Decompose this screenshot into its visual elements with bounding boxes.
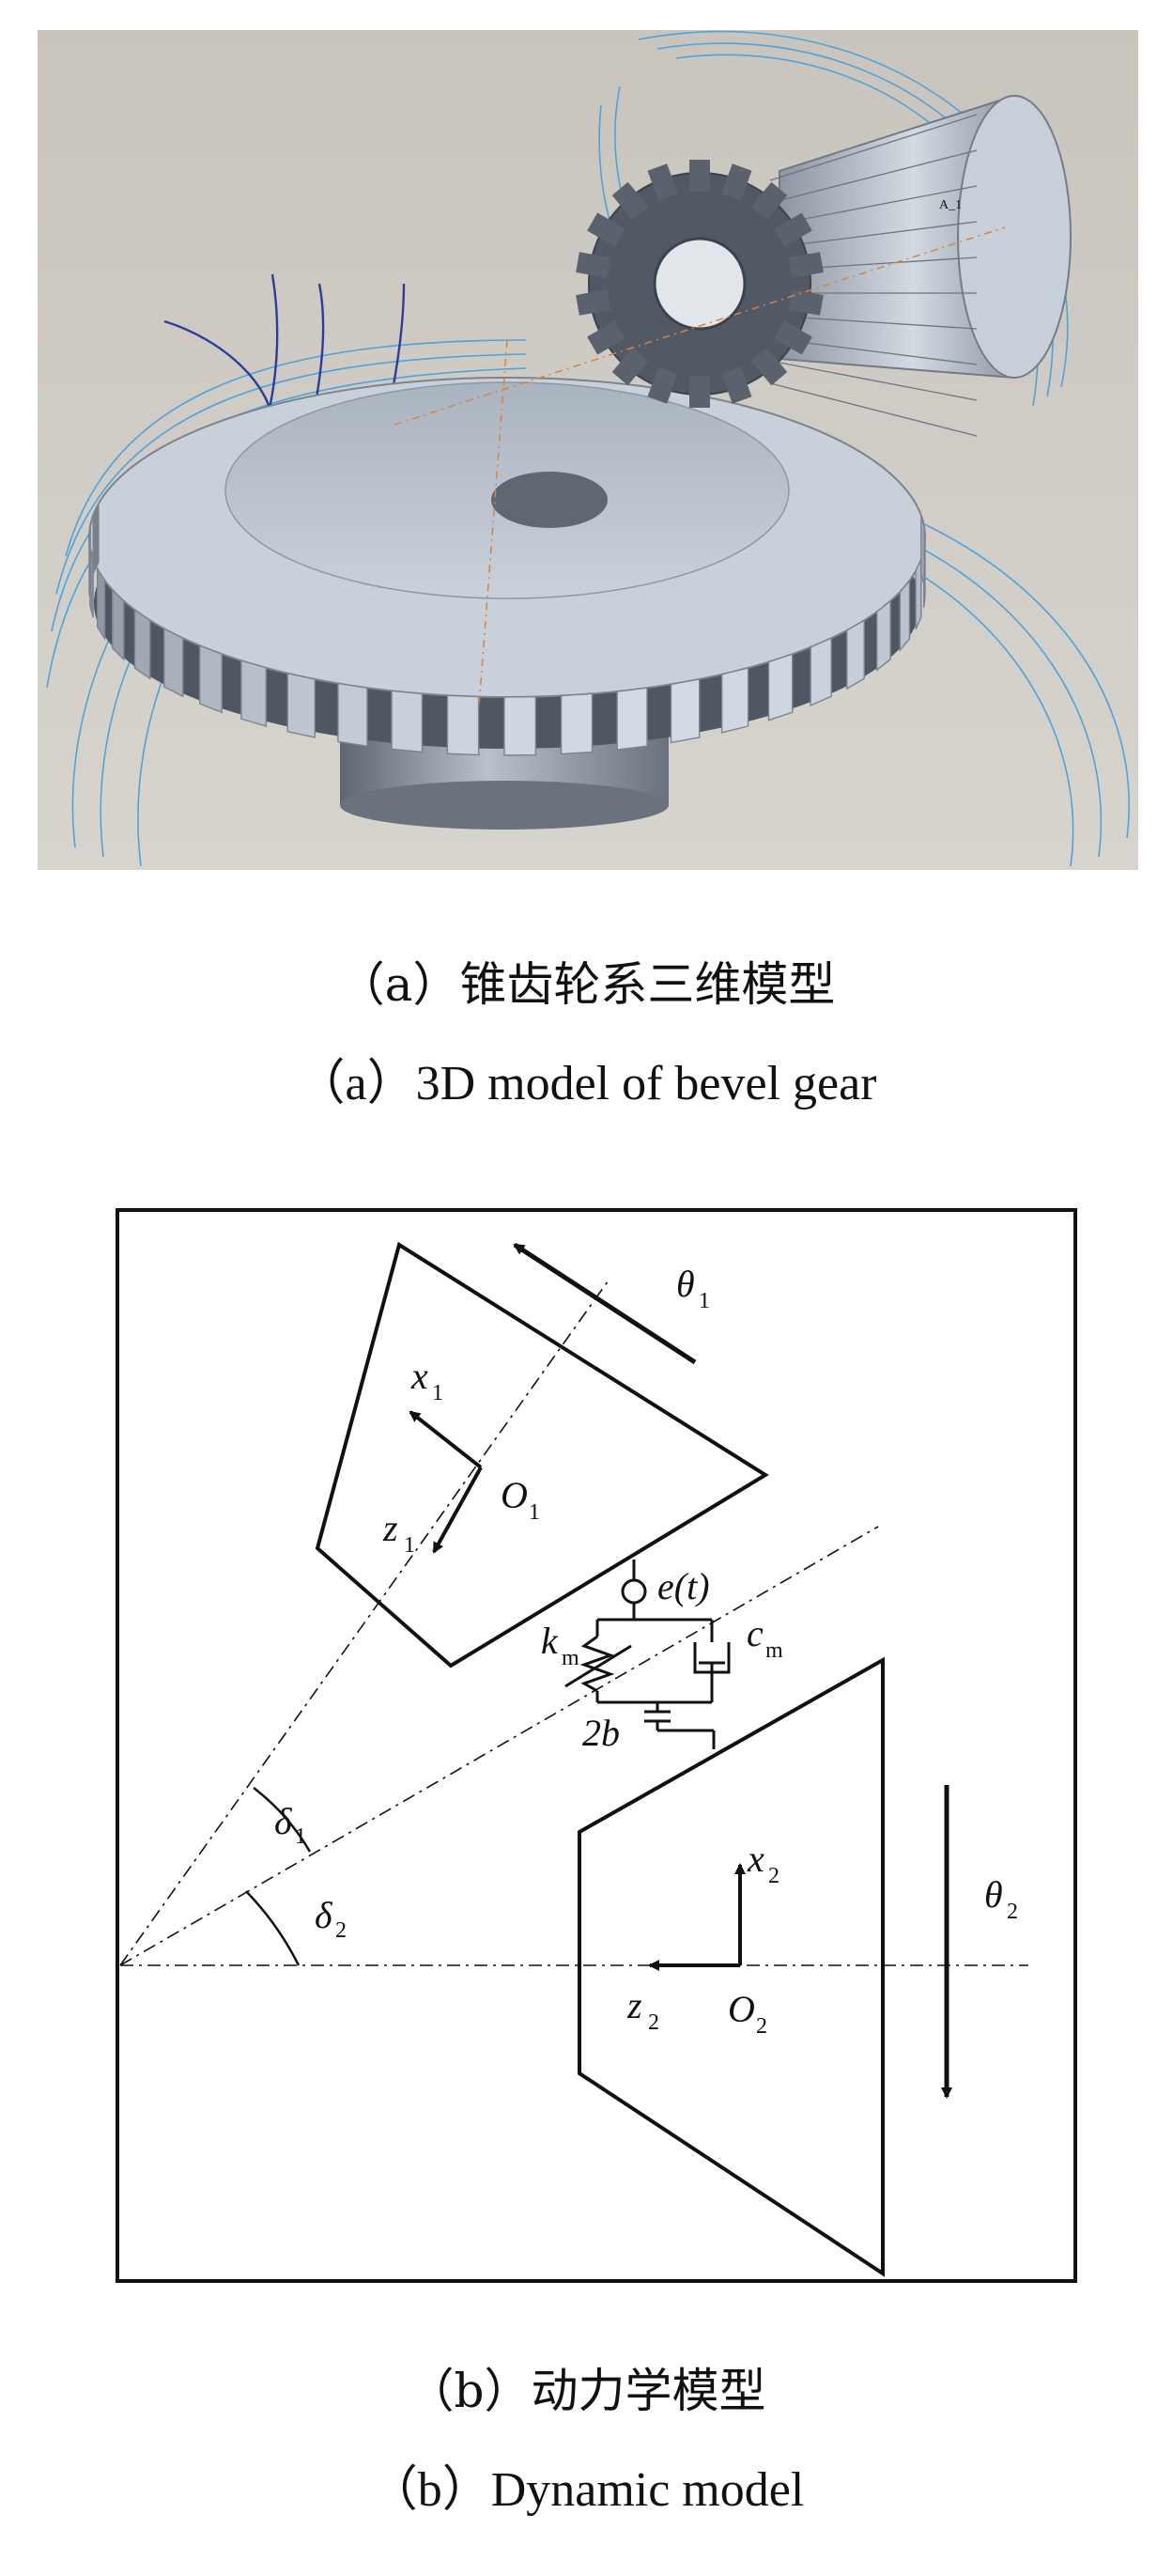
pinion-tooth-edge <box>769 382 978 437</box>
gear-tooth <box>92 503 100 575</box>
x1-label: x <box>410 1355 428 1397</box>
e-t-label: e(t) <box>657 1565 710 1607</box>
delta2-label: δ <box>315 1894 333 1936</box>
pinion-tooth <box>689 160 710 192</box>
km-subscript: m <box>562 1646 579 1670</box>
mesh-spring-damper <box>564 1560 731 1749</box>
gear-tooth <box>670 678 701 744</box>
gear-tooth <box>163 627 184 698</box>
gear-tooth <box>240 660 268 727</box>
pinion-tooth <box>647 163 678 201</box>
gear-2-body <box>578 1656 885 2277</box>
x2-subscript: 2 <box>768 1864 779 1888</box>
pinion-tooth <box>788 252 824 278</box>
backlash-label: 2b <box>582 1712 620 1754</box>
gear-tooth <box>920 515 925 586</box>
pinion-tooth <box>576 289 611 316</box>
x1-axis-arrow <box>409 1410 483 1469</box>
gear-tooth <box>96 566 106 642</box>
gear-tooth <box>616 687 648 751</box>
o1-subscript: 1 <box>529 1500 540 1525</box>
theta2-subscript: 2 <box>1007 1900 1018 1924</box>
pinion-tooth <box>587 320 625 355</box>
axis-label-a1: A_1 <box>939 198 962 212</box>
gear-tooth <box>111 588 125 661</box>
gear-axis-lines <box>394 226 1006 707</box>
large-bevel-gear <box>88 377 926 756</box>
gear-tooth <box>560 692 594 755</box>
z2-subscript: 2 <box>648 2010 659 2035</box>
pitch-cone-lines <box>119 1277 1028 1966</box>
pinion-tooth <box>611 181 649 220</box>
pinion-tooth <box>774 320 812 355</box>
gear-tooth <box>199 644 223 714</box>
pinion-tooth <box>750 348 788 386</box>
gear-tooth <box>915 558 922 630</box>
pinion-tooth <box>587 212 625 247</box>
caption-a-english: （a）3D model of bevel gear <box>296 1057 877 1110</box>
x1-subscript: 1 <box>432 1381 443 1405</box>
z1-label: z <box>382 1507 398 1549</box>
gear-tooth <box>767 653 794 722</box>
gear-tooth <box>391 690 424 753</box>
x2-label: x <box>747 1838 764 1880</box>
gear-tooth <box>720 666 749 734</box>
delta2-subscript: 2 <box>335 1918 347 1943</box>
bevel-gear-3d-render: A_1 <box>38 30 1138 870</box>
pinion-bore <box>653 237 747 331</box>
theta2-label: θ <box>984 1873 1003 1916</box>
cm-subscript: m <box>765 1638 783 1663</box>
gear-tooth <box>286 672 316 738</box>
gear-tooth <box>337 682 368 747</box>
o1-label: O <box>501 1474 528 1516</box>
delta1-subscript: 1 <box>295 1824 306 1849</box>
pinion-tooth <box>647 366 678 404</box>
pinion-tooth <box>721 163 752 201</box>
gear-tooth <box>876 599 891 672</box>
theta1-arrow <box>513 1242 697 1365</box>
diagram-frame <box>116 1208 1077 2283</box>
gear-tooth <box>846 619 865 691</box>
pinion-tooth <box>750 181 788 220</box>
gear-1-body <box>315 1241 769 1668</box>
pinion-tooth <box>689 376 710 408</box>
pinion-gear <box>576 94 1072 437</box>
pinion-tooth-edge <box>769 221 978 249</box>
delta1-label: δ <box>274 1800 293 1842</box>
gear-tooth <box>810 637 832 706</box>
pinion-tooth <box>576 252 611 278</box>
pinion-tooth <box>611 348 649 386</box>
o2-label: O <box>728 1988 755 2030</box>
gear-tooth <box>88 525 91 597</box>
o2-subscript: 2 <box>756 2014 767 2039</box>
pinion-tooth-edge <box>769 360 978 401</box>
z1-axis-arrow <box>432 1466 483 1554</box>
caption-a-chinese: （a）锥齿轮系三维模型 <box>337 957 836 1012</box>
gear-bore <box>491 472 608 528</box>
theta1-subscript: 1 <box>699 1289 710 1313</box>
gear-tooth <box>446 694 480 756</box>
pinion-tooth <box>774 212 812 247</box>
dynamic-model-diagram: θ 1 x 1 z 1 O 1 e(t) k m c m 2b <box>116 1208 1077 2283</box>
cm-label: c <box>747 1612 764 1654</box>
caption-b-chinese: （b）动力学模型 <box>407 2364 766 2418</box>
z1-subscript: 1 <box>404 1533 415 1558</box>
caption-b-english: （b）Dynamic model <box>368 2463 805 2517</box>
z2-label: z <box>626 1984 642 2026</box>
gear-tooth <box>899 578 911 652</box>
theta1-label: θ <box>676 1263 695 1305</box>
pinion-tooth <box>788 289 824 316</box>
pinion-tooth-edge <box>769 149 978 204</box>
gear-tooth <box>503 695 537 756</box>
gear-tooth <box>133 608 151 680</box>
pinion-tooth-edge <box>769 114 978 181</box>
km-label: k <box>541 1620 559 1662</box>
pinion-tooth <box>721 366 752 404</box>
cone-angle-arcs <box>245 1787 312 1966</box>
